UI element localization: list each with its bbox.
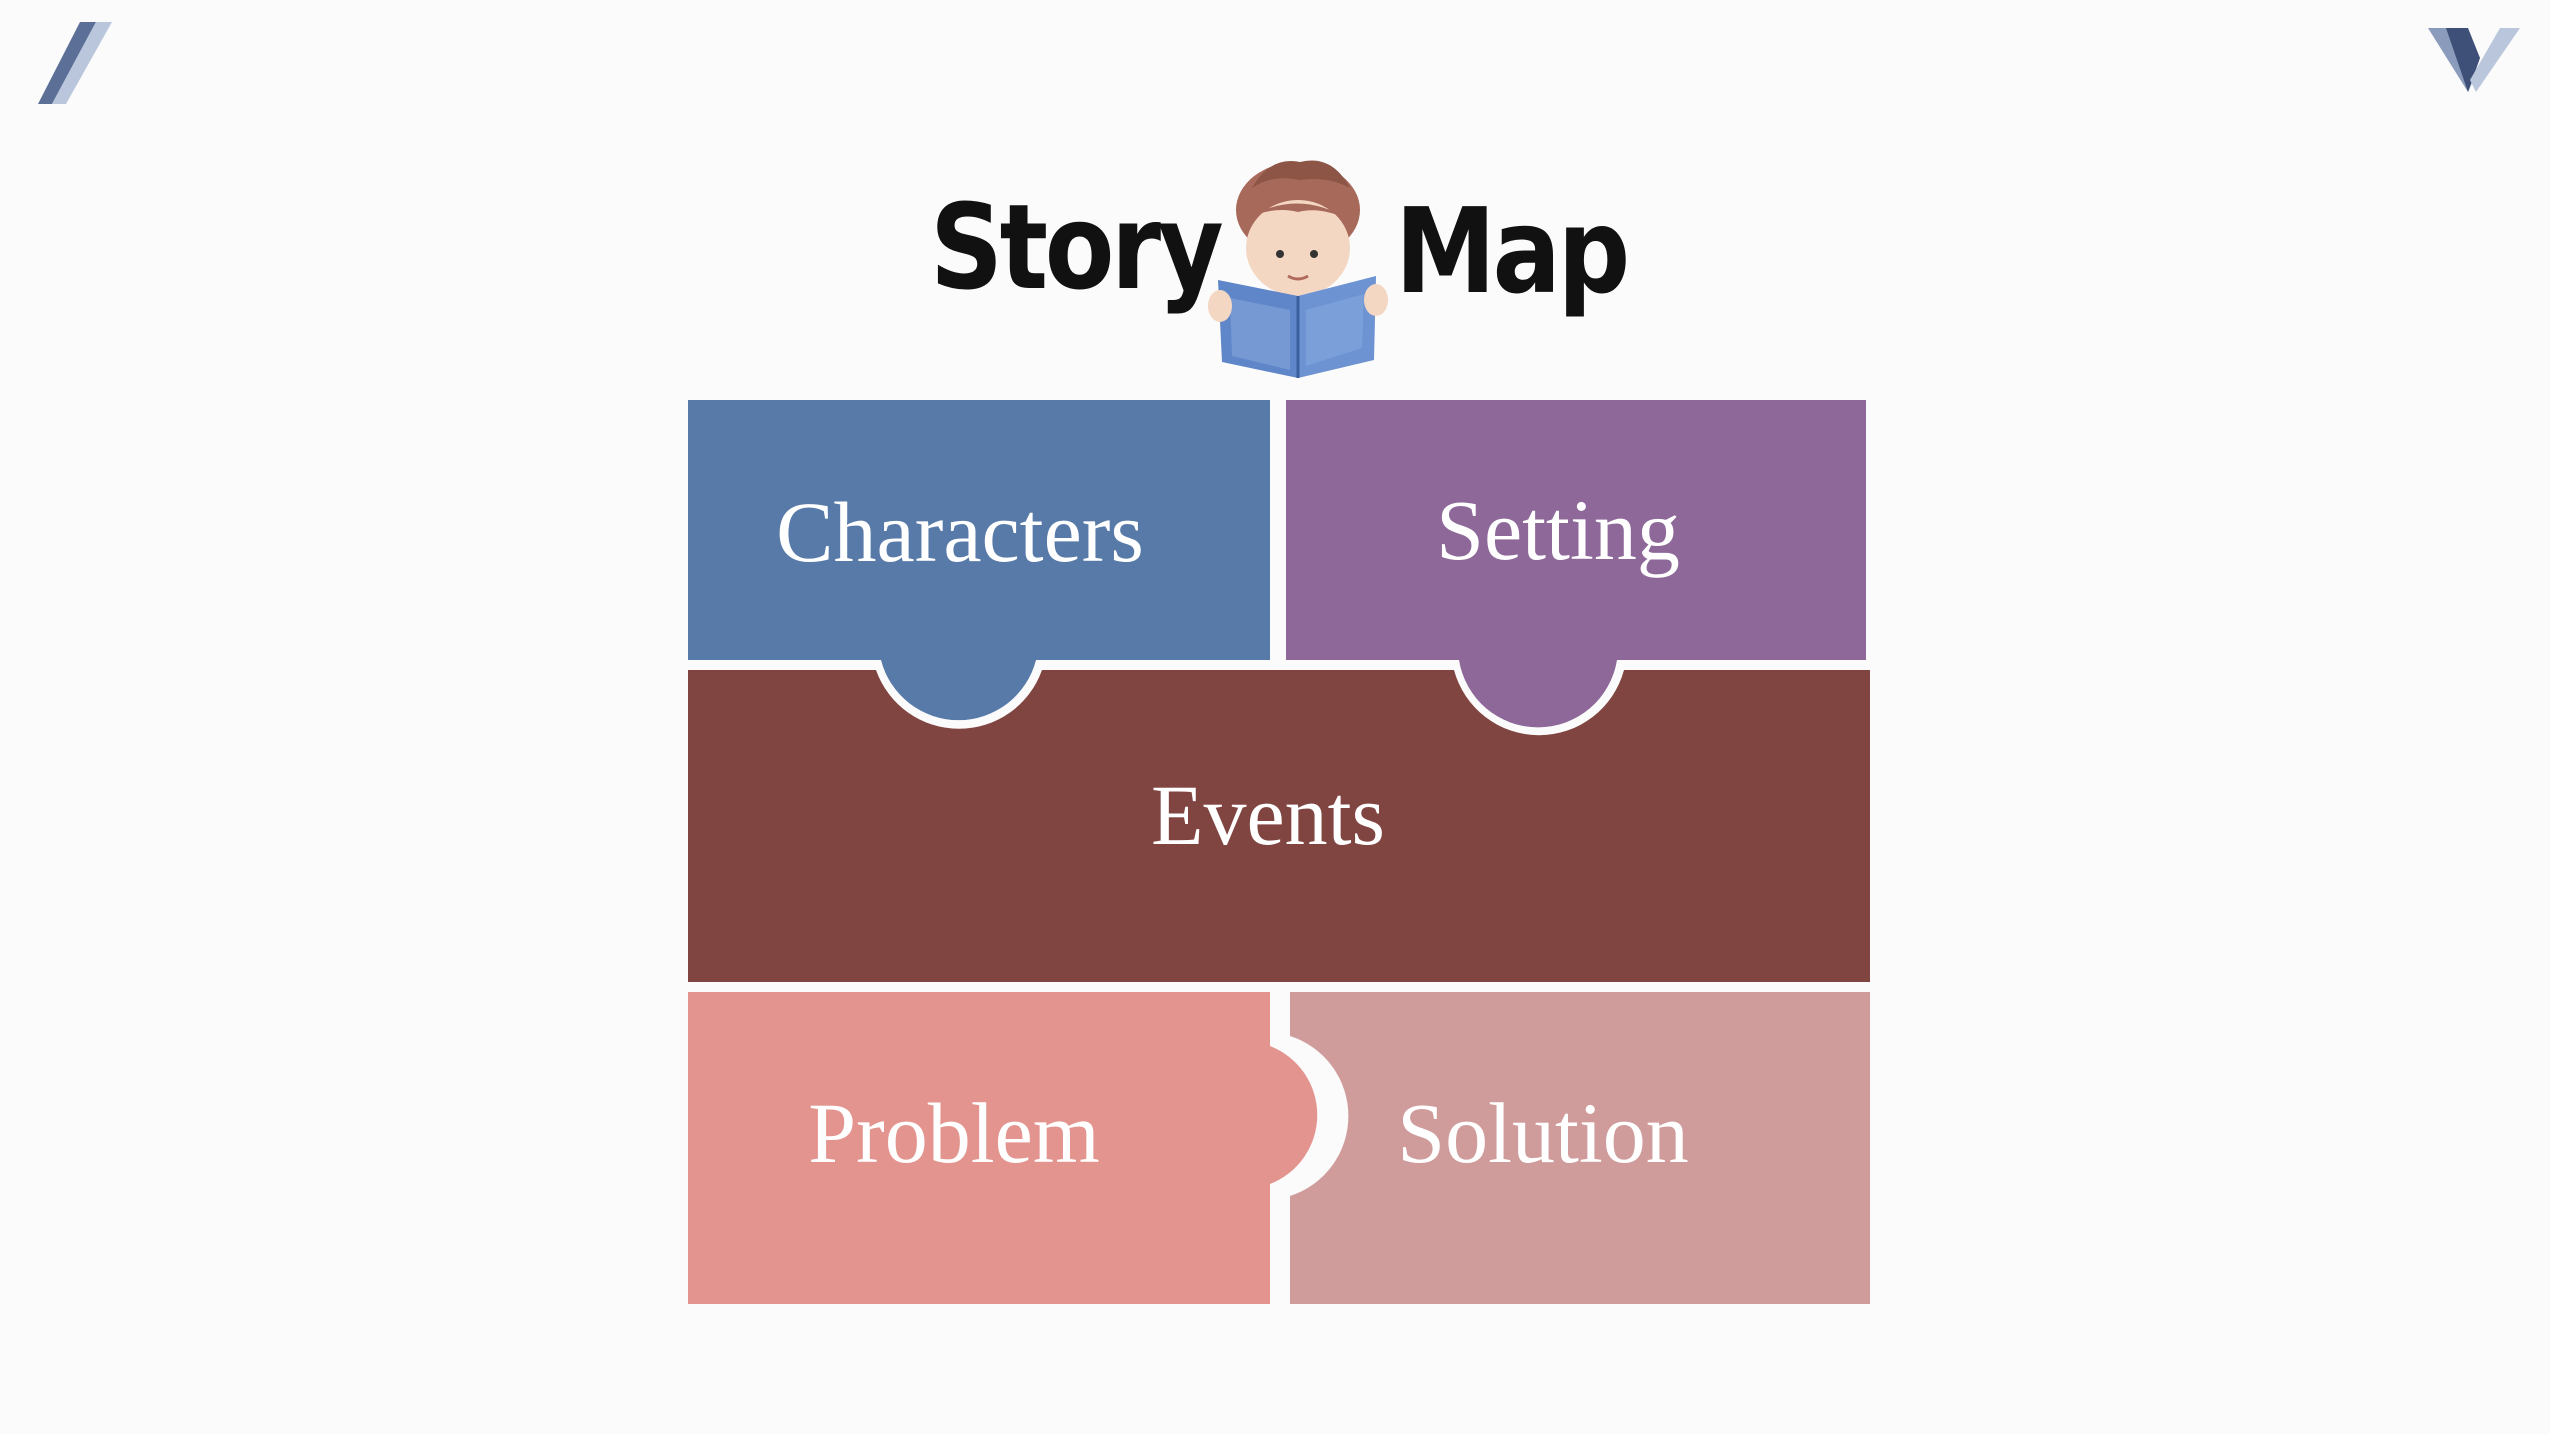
solution-label: Solution <box>1397 1085 1689 1181</box>
setting-piece <box>1286 400 1866 728</box>
title-word-story: Story <box>930 178 1224 316</box>
events-piece <box>688 670 1870 982</box>
setting-label: Setting <box>1436 482 1680 578</box>
child-reading-book-icon <box>1208 160 1388 378</box>
characters-piece <box>688 400 1270 721</box>
events-label: Events <box>1150 767 1386 863</box>
slash-logo-icon <box>38 22 112 104</box>
characters-label: Characters <box>776 484 1144 580</box>
title-word-map: Map <box>1395 182 1630 320</box>
problem-label: Problem <box>808 1085 1100 1181</box>
solution-piece <box>1290 992 1870 1304</box>
story-map-title: Story Map <box>920 140 1630 390</box>
problem-piece <box>688 992 1318 1304</box>
v-logo-icon <box>2428 28 2520 92</box>
